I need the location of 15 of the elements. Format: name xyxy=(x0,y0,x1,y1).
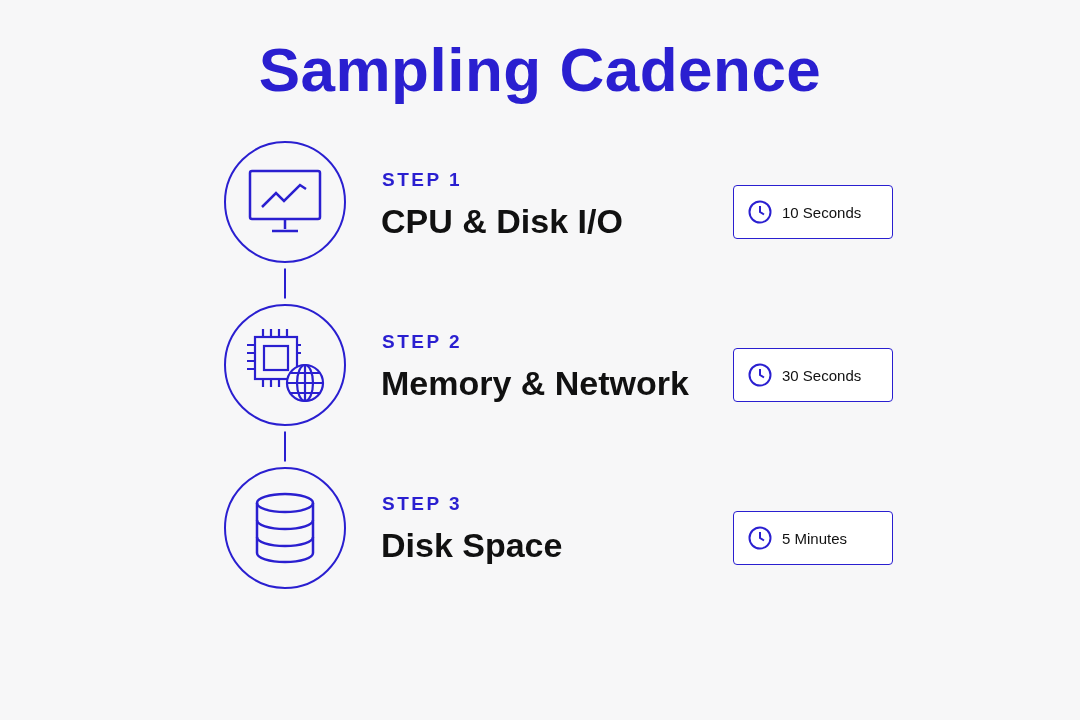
duration-text: 10 Seconds xyxy=(782,203,862,221)
connector-line xyxy=(284,430,286,463)
title: Sampling Cadence xyxy=(257,34,823,105)
step-title: Memory & Network xyxy=(381,364,689,403)
step-label: STEP 2 xyxy=(382,331,463,353)
connector-line xyxy=(284,267,286,300)
duration-text: 5 Minutes xyxy=(782,529,848,547)
step-title: Disk Space xyxy=(381,526,563,565)
step-title: CPU & Disk I/O xyxy=(381,202,623,241)
duration-badge xyxy=(733,348,893,402)
step-label: STEP 1 xyxy=(382,169,463,191)
step-label: STEP 3 xyxy=(382,493,463,515)
duration-badge xyxy=(733,511,893,565)
duration-text: 30 Seconds xyxy=(782,366,862,384)
duration-badge xyxy=(733,185,893,239)
